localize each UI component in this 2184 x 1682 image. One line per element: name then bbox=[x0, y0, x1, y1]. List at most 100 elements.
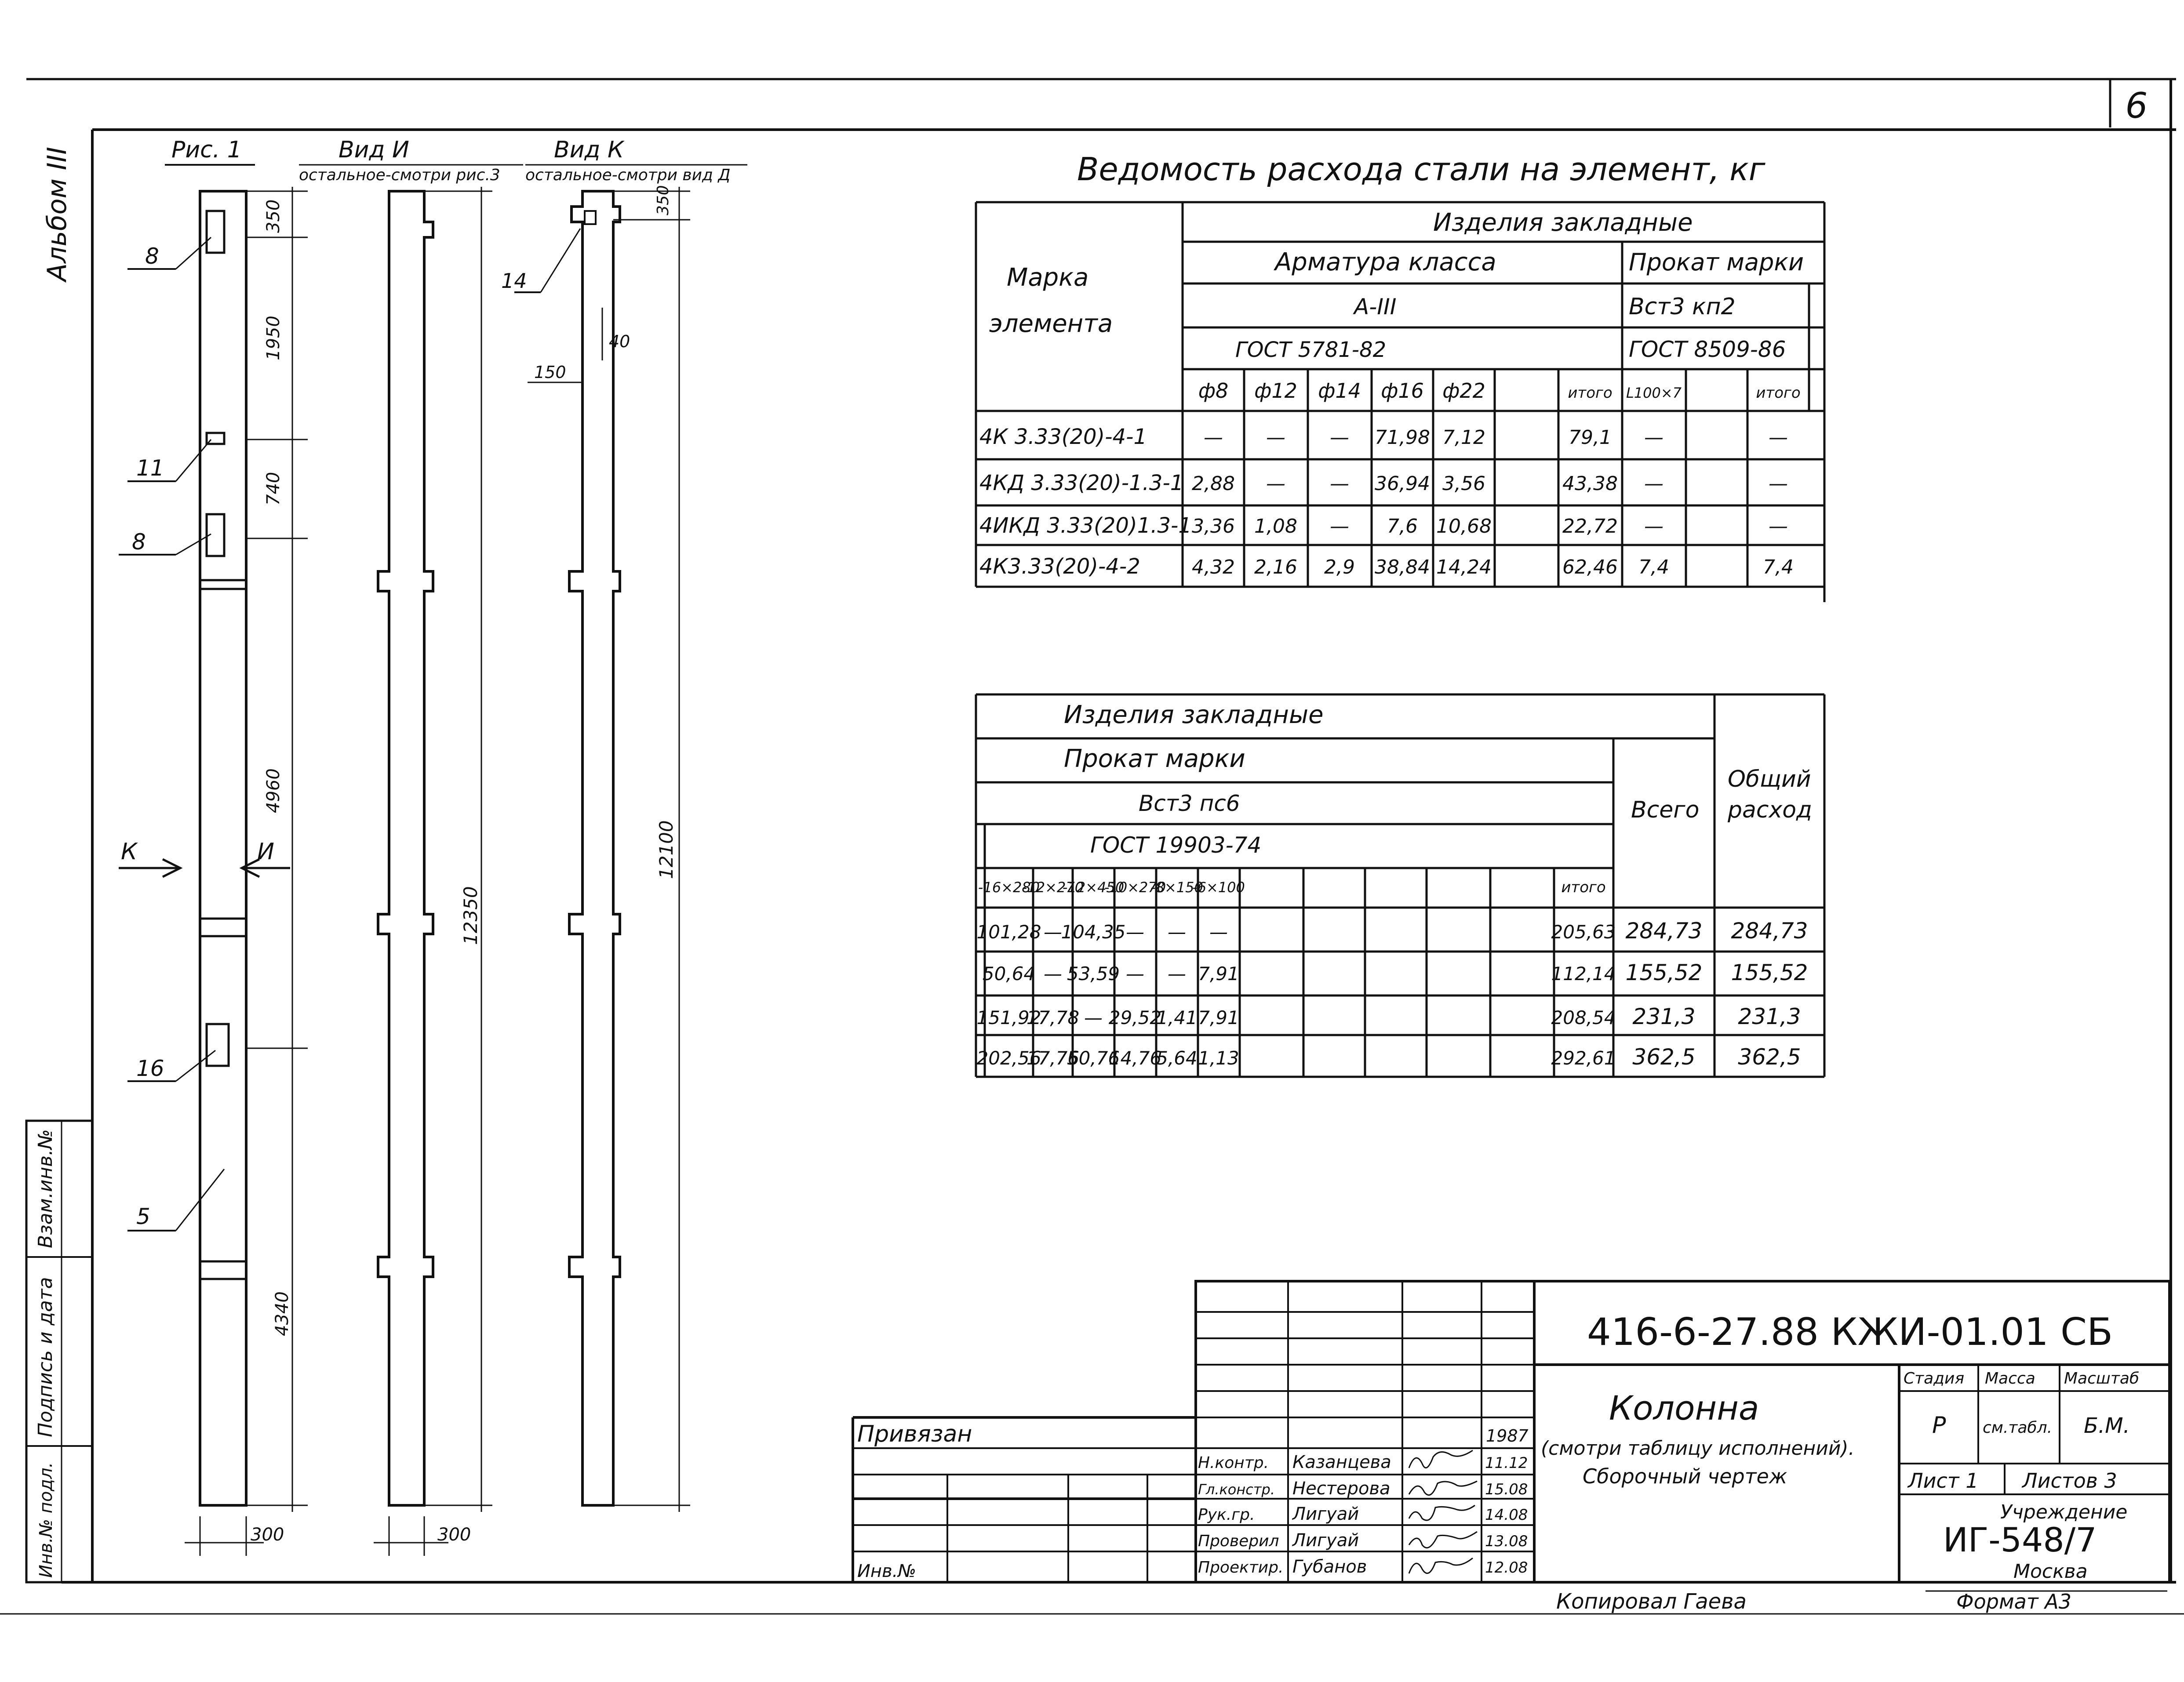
table2-cell: 101,28 bbox=[977, 921, 1041, 943]
table2-cell: 14,76 bbox=[1109, 1047, 1161, 1069]
table1-head-rolled-gost: ГОСТ 8509-86 bbox=[1629, 337, 1786, 362]
name-3: Лигуай bbox=[1292, 1504, 1359, 1524]
table2-cell: 112,14 bbox=[1551, 963, 1616, 984]
table1-row-mark: 4К3.33(20)-4-2 bbox=[979, 554, 1140, 579]
date-1: 11.12 bbox=[1485, 1454, 1528, 1472]
dim-4960: 4960 bbox=[263, 768, 284, 813]
table1-cell: — bbox=[1769, 515, 1788, 538]
role-3: Рук.гр. bbox=[1198, 1506, 1255, 1524]
table2-head-gost: ГОСТ 19903-74 bbox=[1090, 832, 1261, 858]
org-city: Москва bbox=[2013, 1560, 2088, 1583]
table1-cell: — bbox=[1330, 426, 1349, 449]
table2-cell: 5,64 bbox=[1156, 1047, 1198, 1069]
table1-cell: 7,4 bbox=[1763, 556, 1794, 578]
table2-cell: — bbox=[1044, 921, 1062, 943]
table2-cell: 1,13 bbox=[1198, 1047, 1239, 1069]
table1-cell: — bbox=[1644, 472, 1663, 495]
table2-cell: 155,52 bbox=[1731, 960, 1808, 985]
table2-head-total: Всего bbox=[1631, 797, 1699, 823]
table1-cell: 62,46 bbox=[1562, 556, 1618, 578]
table1-col-f12: ф12 bbox=[1254, 379, 1297, 403]
table2-cell: 104,35 bbox=[1061, 921, 1126, 943]
view-k-title: Вид К bbox=[554, 137, 625, 163]
role-5: Проектир. bbox=[1198, 1558, 1284, 1577]
table1-head-rebar-gost: ГОСТ 5781-82 bbox=[1235, 338, 1386, 362]
figure-label: Рис. 1 bbox=[171, 137, 242, 163]
table2-head-overall-2: расход bbox=[1727, 797, 1812, 823]
table1-cell: 1,08 bbox=[1254, 515, 1297, 538]
name-1: Казанцева bbox=[1292, 1452, 1391, 1472]
role-1: Н.контр. bbox=[1198, 1454, 1269, 1472]
table1-cell: 3,56 bbox=[1442, 472, 1485, 495]
view-k-note: остальное-смотри вид Д bbox=[525, 166, 731, 184]
view-i-title: Вид И bbox=[339, 137, 409, 163]
table1-head-items: Изделия закладные bbox=[1433, 208, 1693, 237]
dim-300: 300 bbox=[251, 1525, 284, 1545]
table2-cell: 50,76 bbox=[1067, 1047, 1120, 1069]
table1-head-rebar-class: А-III bbox=[1353, 294, 1396, 320]
table2-head-grade: Вст3 пс6 bbox=[1139, 791, 1240, 816]
table2-cell: 202,56 bbox=[977, 1047, 1041, 1069]
dim-4340: 4340 bbox=[272, 1291, 292, 1336]
view-i: Вид И остальное-смотри рис.3 12350 300 bbox=[299, 137, 523, 1556]
table1-head-rolled: Прокат марки bbox=[1629, 248, 1804, 276]
callout-14: 14 bbox=[501, 269, 527, 293]
table1-head-mark-1: Марка bbox=[1007, 263, 1088, 292]
table1-cell: 10,68 bbox=[1436, 515, 1492, 538]
table2-cell: — bbox=[1126, 921, 1144, 943]
table1-cell: 7,12 bbox=[1442, 426, 1485, 449]
table1-cell: — bbox=[1266, 426, 1285, 449]
dim-1950: 1950 bbox=[263, 316, 284, 360]
table-2: Изделия закладные Прокат марки Вст3 пс6 … bbox=[975, 693, 1826, 1078]
table2-cell: 53,59 bbox=[1067, 963, 1120, 984]
doc-title: Колонна bbox=[1609, 1388, 1759, 1428]
table2-cell: — bbox=[1044, 963, 1062, 984]
table1-head-rebar: Арматура класса bbox=[1274, 248, 1496, 276]
table1-col-total-a: итого bbox=[1568, 384, 1612, 402]
table1-cell: 79,1 bbox=[1569, 426, 1612, 449]
table1-col-f8: ф8 bbox=[1198, 379, 1229, 403]
org-label: Учреждение bbox=[2000, 1501, 2127, 1523]
view-k-dim-12100: 12100 bbox=[655, 820, 677, 879]
table1-row-mark: 4ИКД 3.33(20)1.3-1 bbox=[979, 513, 1192, 538]
table2-head-overall-1: Общий bbox=[1728, 766, 1811, 792]
stage-value: Р bbox=[1932, 1412, 1946, 1439]
table2-head-rolled: Прокат марки bbox=[1064, 745, 1245, 773]
table1-col-l100: L100×7 bbox=[1626, 385, 1682, 401]
date-2: 15.08 bbox=[1485, 1481, 1528, 1498]
table1-cell: — bbox=[1769, 426, 1788, 449]
callout-8-top: 8 bbox=[145, 243, 159, 269]
table2-cell: 208,54 bbox=[1551, 1007, 1616, 1028]
side-stamp-replace: Взам.инв.№ bbox=[34, 1129, 57, 1248]
table2-cell: 284,73 bbox=[1731, 918, 1808, 944]
table2-cell: — bbox=[1168, 921, 1186, 943]
view-k-dim-150: 150 bbox=[534, 363, 566, 382]
callout-8-mid: 8 bbox=[132, 529, 146, 555]
table2-col-total: итого bbox=[1561, 879, 1605, 896]
table1-col-total-b: итого bbox=[1756, 384, 1800, 402]
arrow-k-label: К bbox=[121, 839, 138, 865]
table1-cell: 7,6 bbox=[1387, 515, 1418, 538]
view-i-dim-300: 300 bbox=[437, 1525, 471, 1545]
table2-col-6: -6×100 bbox=[1192, 879, 1245, 896]
dim-740: 740 bbox=[263, 472, 284, 505]
side-stamp: Взам.инв.№ Подпись и дата Инв.№ подл. bbox=[25, 1119, 94, 1584]
role-4: Проверил bbox=[1198, 1532, 1279, 1550]
page-number: 6 bbox=[2126, 85, 2148, 126]
date-4: 13.08 bbox=[1485, 1533, 1528, 1550]
table2-col-4: -10×270 bbox=[1104, 879, 1166, 896]
sheets-total: Листов 3 bbox=[2021, 1469, 2117, 1493]
table1-row-mark: 4К 3.33(20)-4-1 bbox=[979, 425, 1147, 449]
view-k: Вид К остальное-смотри вид Д 14 40 150 3… bbox=[501, 137, 747, 1512]
table2-cell: — bbox=[1209, 921, 1228, 943]
table2-head-items: Изделия закладные bbox=[1064, 701, 1324, 729]
inv-label: Инв.№ bbox=[857, 1561, 916, 1581]
table2-cell: 7,91 bbox=[1198, 1007, 1239, 1028]
table2-col-2: -12×270 bbox=[1022, 879, 1084, 896]
table1-col-f16: ф16 bbox=[1381, 379, 1424, 403]
sheet-number: Лист 1 bbox=[1907, 1469, 1978, 1493]
table1-cell: — bbox=[1330, 472, 1349, 495]
date-3: 14.08 bbox=[1485, 1506, 1528, 1524]
